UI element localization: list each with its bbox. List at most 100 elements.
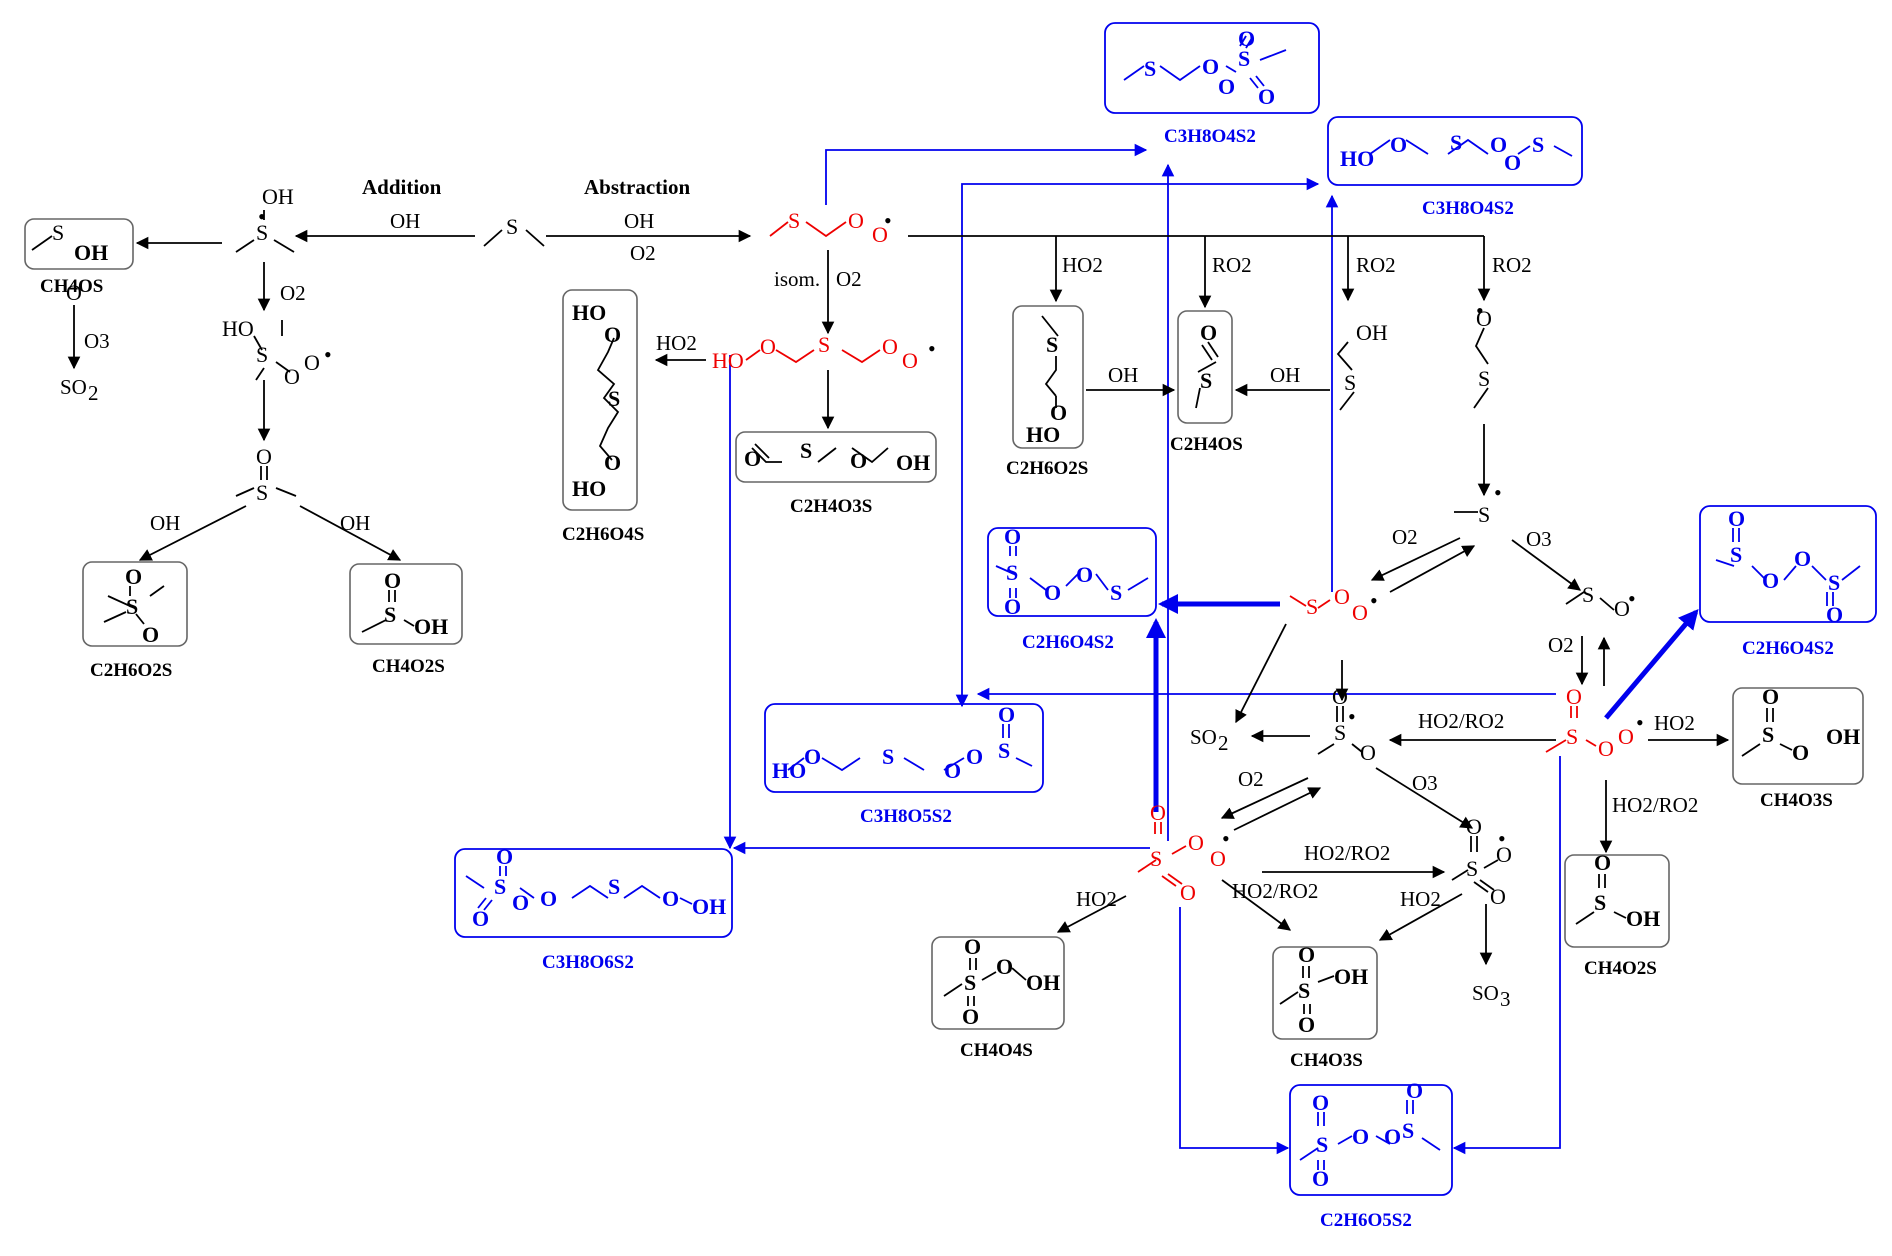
svg-text:O: O [1352, 600, 1368, 625]
svg-text:O: O [1044, 580, 1061, 605]
svg-text:HO2: HO2 [1654, 711, 1695, 735]
svg-text:OH: OH [414, 614, 448, 639]
svg-text:O: O [1258, 84, 1275, 109]
svg-text:O: O [1618, 724, 1634, 749]
box-c3h8o5s2 [764, 703, 1044, 793]
svg-text:O: O [66, 280, 82, 305]
box-c2h4os [1177, 310, 1233, 424]
svg-text:O2: O2 [1392, 525, 1418, 549]
svg-text:O: O [848, 208, 864, 233]
svg-text:O: O [1566, 684, 1582, 709]
svg-text:O: O [850, 448, 867, 473]
svg-text:O: O [1298, 942, 1315, 967]
svg-text:isom.: isom. [774, 267, 820, 291]
formula-c2h6o2s-left: C2H6O2S [90, 660, 172, 681]
formula-c3h8o4s2-top: C3H8O4S2 [1164, 126, 1256, 147]
svg-text:O: O [1504, 150, 1521, 175]
formula-c2h6o4s2-right: C2H6O4S2 [1742, 638, 1834, 659]
svg-text:O: O [804, 744, 821, 769]
svg-text:•: • [928, 336, 936, 361]
svg-text:HO: HO [1026, 422, 1060, 447]
svg-text:•: • [1628, 586, 1636, 611]
svg-text:OH: OH [1626, 906, 1660, 931]
svg-text:O: O [760, 334, 776, 359]
svg-text:S: S [1450, 130, 1462, 155]
svg-text:O: O [1004, 524, 1021, 549]
svg-text:O: O [1360, 740, 1376, 765]
svg-text:HO: HO [572, 476, 606, 501]
svg-text:•: • [324, 342, 332, 367]
svg-text:O: O [284, 364, 300, 389]
svg-text:O: O [125, 564, 142, 589]
formula-c2h6o5s2: C2H6O5S2 [1320, 1210, 1412, 1231]
svg-text:O: O [1050, 400, 1067, 425]
svg-text:S: S [52, 220, 64, 245]
svg-text:O: O [1762, 684, 1779, 709]
svg-text:S: S [1532, 132, 1544, 157]
formula-ch4o4s: CH4O4S [960, 1040, 1033, 1061]
svg-text:HO2: HO2 [1076, 887, 1117, 911]
svg-text:O: O [1200, 320, 1217, 345]
svg-text:OH: OH [340, 511, 370, 535]
svg-text:S: S [256, 342, 268, 367]
svg-text:•: • [1370, 588, 1378, 613]
svg-text:O: O [1352, 1124, 1369, 1149]
svg-text:OH: OH [262, 184, 294, 209]
formula-ch4o2s-left: CH4O2S [372, 656, 445, 677]
svg-text:S: S [608, 874, 620, 899]
svg-text:O2: O2 [836, 267, 862, 291]
svg-text:O: O [662, 886, 679, 911]
svg-text:O: O [1298, 1012, 1315, 1037]
formula-ch4o2s-right: CH4O2S [1584, 958, 1657, 979]
thick-blue-arrows [1146, 594, 1699, 812]
svg-text:3: 3 [1500, 987, 1511, 1011]
svg-text:HO2: HO2 [1400, 887, 1441, 911]
svg-text:S: S [1334, 720, 1346, 745]
svg-text:O: O [1792, 740, 1809, 765]
svg-text:O: O [472, 906, 489, 931]
svg-text:•: • [1222, 826, 1230, 851]
svg-text:O: O [996, 954, 1013, 979]
svg-text:OH: OH [1270, 363, 1300, 387]
svg-text:O: O [304, 350, 320, 375]
formula-c2h6o4s2-mid: C2H6O4S2 [1022, 632, 1114, 653]
svg-text:O: O [1312, 1166, 1329, 1191]
svg-text:S: S [1828, 570, 1840, 595]
svg-text:S: S [1200, 368, 1212, 393]
svg-text:O: O [1210, 846, 1226, 871]
svg-text:2: 2 [1218, 731, 1229, 755]
svg-text:•: • [258, 204, 266, 229]
formula-c2h4o3s: C2H4O3S [790, 496, 872, 517]
svg-text:SO: SO [1472, 981, 1499, 1005]
svg-text:S: S [608, 386, 620, 411]
svg-text:O: O [1728, 506, 1745, 531]
formula-c3h8o6s2: C3H8O6S2 [542, 952, 634, 973]
svg-text:O3: O3 [84, 329, 110, 353]
svg-text:S: S [256, 220, 268, 245]
black-reaction-arrows [67, 229, 1730, 966]
svg-text:HO: HO [1340, 146, 1374, 171]
svg-text:O: O [1180, 880, 1196, 905]
svg-text:O: O [604, 450, 621, 475]
reagent-labels: Addition Abstraction OH OH O2 O2 O3 OH O… [84, 175, 1698, 911]
svg-text:S: S [788, 208, 800, 233]
box-c3h8o4s2-right [1327, 116, 1583, 186]
formula-c3h8o5s2: C3H8O5S2 [860, 806, 952, 827]
box-c2h6o2s-left [82, 561, 188, 647]
svg-text:S: S [506, 214, 518, 239]
svg-text:2: 2 [88, 381, 99, 405]
box-ch4o2s-right [1564, 854, 1670, 948]
svg-text:O2: O2 [630, 241, 656, 265]
svg-text:HO: HO [572, 300, 606, 325]
svg-text:S: S [998, 738, 1010, 763]
svg-text:S: S [1594, 890, 1606, 915]
svg-text:O: O [944, 758, 961, 783]
svg-text:O: O [1188, 830, 1204, 855]
product-boxes [24, 22, 1877, 1196]
svg-text:O: O [1004, 594, 1021, 619]
svg-text:O: O [964, 934, 981, 959]
svg-text:OH: OH [150, 511, 180, 535]
svg-text:O: O [1614, 596, 1630, 621]
svg-text:S: S [1466, 856, 1478, 881]
